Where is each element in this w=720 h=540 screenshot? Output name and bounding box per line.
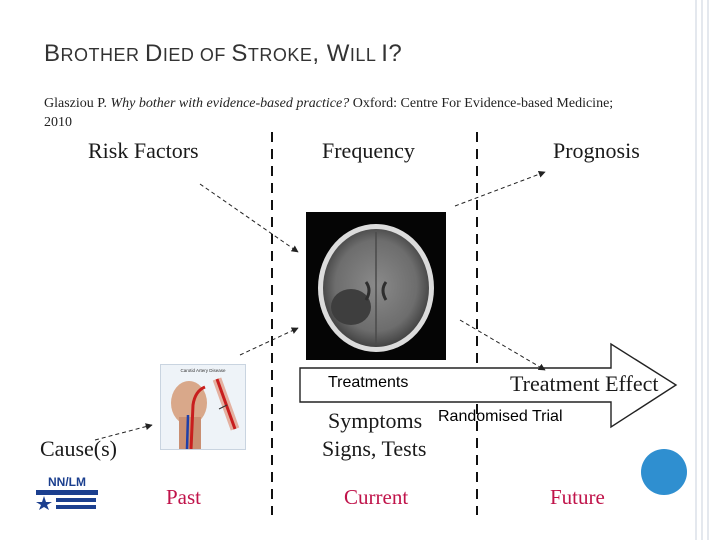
arrow-frequency-to-effect [459,319,546,371]
title-part: B [44,40,61,67]
title-part: , W [312,40,350,67]
arrow-to-cause [94,423,153,441]
treatment-effect-label: Treatment Effect [510,371,659,396]
prognosis-label: Prognosis [553,138,640,163]
symptoms-label: Symptoms [328,408,423,433]
brain-ct-scan-image [306,212,446,360]
randomised-trial-label: Randomised Trial [438,408,563,425]
timeline-past-label: Past [166,485,202,509]
treatment-effect-arrow [299,342,678,429]
timeline-current-label: Current [344,485,409,509]
nnlm-logo-text: NN/LM [48,475,86,489]
artery-caption: Carotid Artery Disease [180,368,226,373]
title-part: IED OF [162,45,232,65]
causes-label: Cause(s) [40,436,117,461]
citation-rest: Oxford: Centre For Evidence-based Medici… [44,96,614,130]
decorative-border-lines [695,0,709,540]
title-part: S [231,40,248,67]
title-part: ILL [349,45,382,65]
title-part: TROKE [247,45,313,65]
arrow-frequency-to-prognosis [454,170,546,207]
arrow-cause-to-frequency [239,327,299,356]
accent-circle [641,449,687,495]
risk-factors-label: Risk Factors [88,138,199,163]
title-part: D [145,40,163,67]
frequency-label: Frequency [322,138,415,163]
treatments-label: Treatments [328,374,409,391]
carotid-artery-illustration: Carotid Artery Disease [160,364,246,450]
citation-work: Why bother with evidence-based practice? [110,96,350,111]
timeline-future-label: Future [550,485,605,509]
signs-tests-label: Signs, Tests [322,436,427,461]
title-part: I? [381,40,403,67]
citation-author: Glasziou P. [44,96,111,111]
title-part: ROTHER [60,45,146,65]
nnlm-logo: NN/LM [36,475,98,510]
slide-title: BROTHER DIED OF STROKE, WILL I? [44,40,402,68]
citation: Glasziou P. Why bother with evidence-bas… [44,94,624,132]
arrow-risk-to-frequency [199,183,299,253]
